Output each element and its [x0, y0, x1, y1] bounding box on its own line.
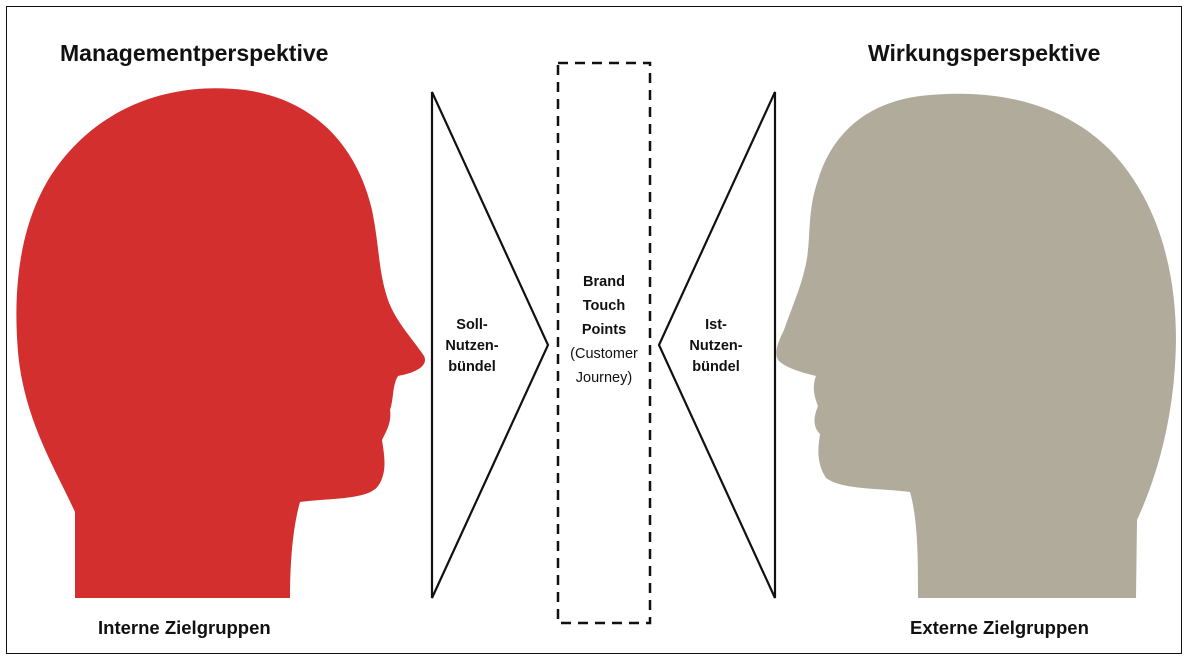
ist-wedge — [657, 91, 777, 599]
soll-wedge-line: Nutzen- — [445, 338, 499, 354]
touchpoints-line: Points — [581, 322, 627, 338]
soll-wedge-line: Soll- — [456, 317, 488, 333]
right-heading: Wirkungsperspektive — [868, 40, 1101, 66]
left-footer: Interne Zielgruppen — [98, 617, 271, 638]
left-heading: Managementperspektive — [60, 40, 329, 66]
soll-wedge-line: bündel — [448, 359, 496, 375]
touchpoints-line: (Customer — [570, 346, 638, 362]
soll-wedge-label: Soll- Nutzen- bündel — [427, 315, 517, 378]
touchpoints-line: Touch — [582, 298, 626, 314]
left-head-silhouette — [16, 88, 425, 599]
ist-wedge-line: Nutzen- — [689, 338, 743, 354]
touchpoints-line: Journey) — [575, 370, 633, 386]
touchpoints-line: Brand — [583, 274, 625, 290]
ist-wedge-line: Ist- — [705, 317, 727, 333]
touchpoints-label: Brand Touch Points (Customer Journey) — [556, 270, 652, 390]
right-head-silhouette — [776, 93, 1176, 598]
ist-wedge-label: Ist- Nutzen- bündel — [671, 315, 761, 378]
soll-wedge — [430, 91, 550, 599]
right-footer: Externe Zielgruppen — [910, 617, 1089, 638]
touchpoints-box — [556, 61, 652, 625]
ist-wedge-line: bündel — [692, 359, 740, 375]
